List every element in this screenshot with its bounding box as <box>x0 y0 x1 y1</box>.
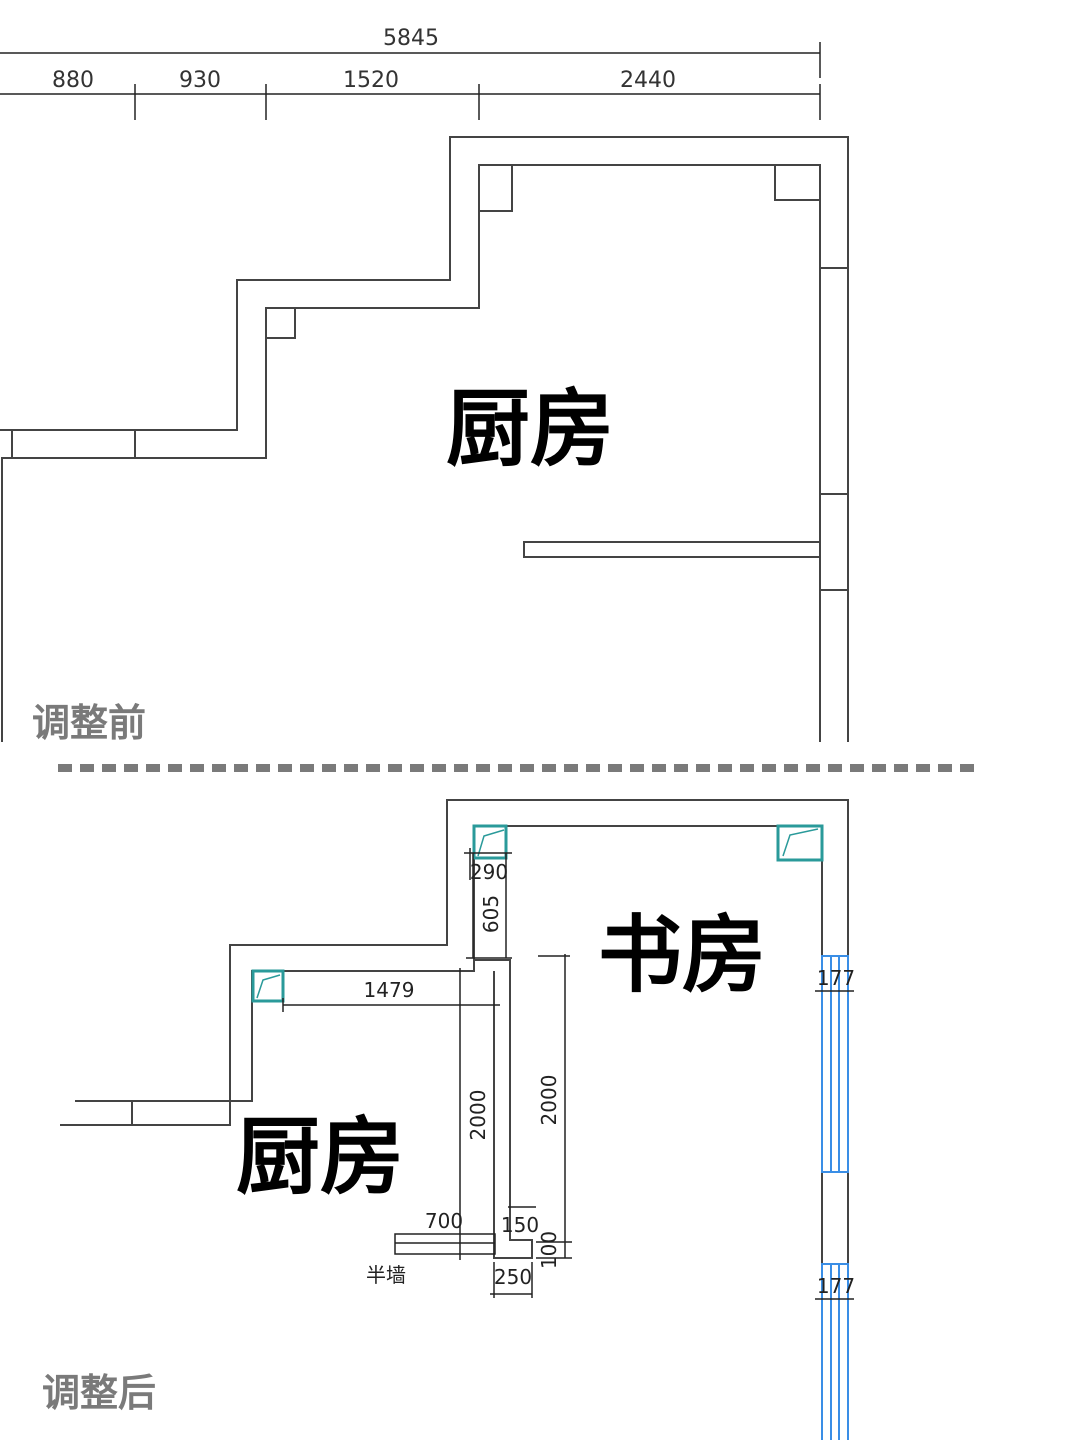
dim-pipe-width-label: 290 <box>470 860 508 884</box>
after-walls <box>60 799 849 1440</box>
dim-177-upper: 177 <box>815 966 855 992</box>
dimension-segment-2: 930 <box>179 68 221 93</box>
dim-window-upper-label: 177 <box>817 966 855 990</box>
dimension-total: 5845 <box>0 26 821 78</box>
before-plan: 5845 880 930 1520 2440 <box>0 26 849 745</box>
pipe-shaft-kitchen <box>251 969 285 1003</box>
before-walls <box>0 136 849 742</box>
dim-2000-left: 2000 <box>459 968 490 1260</box>
window-upper <box>821 955 849 1173</box>
dim-window-lower-label: 177 <box>817 1274 855 1298</box>
dim-kitchen-width-label: 1479 <box>364 978 415 1002</box>
after-caption: 调整后 <box>42 1371 156 1415</box>
before-room-label-kitchen: 厨房 <box>446 379 614 478</box>
dim-thickness-label: 250 <box>494 1265 532 1289</box>
dim-pipe-depth-label: 605 <box>479 895 503 933</box>
half-wall-label: 半墙 <box>366 1263 406 1287</box>
dim-half-wall-length-label: 700 <box>425 1209 463 1233</box>
dimension-segment-4: 2440 <box>620 68 676 93</box>
after-plan: 290 605 1479 2000 2000 700 半墙 <box>42 799 855 1440</box>
dimension-total-label: 5845 <box>383 26 439 51</box>
dim-150: 150 <box>501 1206 539 1237</box>
before-caption: 调整前 <box>32 701 146 745</box>
pipe-shaft-top-left <box>472 824 508 860</box>
dim-250: 250 <box>490 1262 533 1298</box>
dim-offset-label: 150 <box>501 1213 539 1237</box>
dimension-segments: 880 930 1520 2440 <box>0 68 821 120</box>
dim-base-label: 100 <box>537 1231 561 1269</box>
window-lower <box>821 1263 849 1440</box>
dim-2000-right: 2000 <box>537 954 570 1258</box>
dim-290: 290 <box>464 848 512 884</box>
dim-wall-height-left-label: 2000 <box>466 1090 490 1141</box>
dim-wall-height-right-label: 2000 <box>537 1075 561 1126</box>
after-room-label-kitchen: 厨房 <box>236 1107 404 1206</box>
dim-100: 100 <box>536 1231 572 1269</box>
dimension-segment-1: 880 <box>52 68 94 93</box>
after-room-label-study: 书房 <box>598 905 766 1004</box>
pipe-shaft-top-right <box>776 824 824 862</box>
half-wall: 700 半墙 <box>366 1209 496 1287</box>
dim-605: 605 <box>466 853 512 959</box>
dimension-segment-3: 1520 <box>343 68 399 93</box>
dim-177-lower: 177 <box>815 1274 855 1300</box>
dim-1479: 1479 <box>282 978 500 1012</box>
